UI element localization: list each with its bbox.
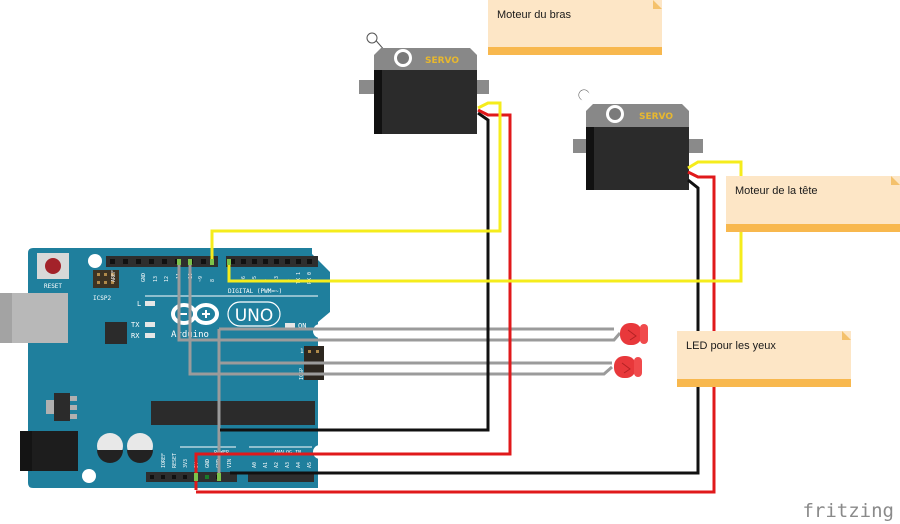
pin-label-13: 13 [153, 276, 159, 282]
wire-led-bottom-anode [188, 263, 613, 376]
pin-label-3: ~3 [274, 276, 280, 282]
note-head-motor-text: Moteur de la tête [735, 185, 818, 197]
led-bottom [614, 356, 642, 378]
wire-servo-arm-power [194, 108, 512, 490]
note-eyes-led: LED pour les yeux [677, 331, 851, 387]
servo-head-label: SERVO [639, 112, 673, 122]
board-pcb [28, 248, 330, 488]
servo-head: SERVO [573, 89, 703, 190]
rx-label: RX [131, 332, 140, 340]
l-label: L [137, 300, 141, 308]
uno-logo-text: UNO [235, 306, 274, 326]
digital-header-right [226, 256, 318, 267]
pin-label-ioref: IOREF [161, 453, 167, 468]
pin-label-a4: A4 [296, 462, 302, 468]
analog-header [248, 472, 314, 482]
note-arm-motor-text: Moteur du bras [497, 9, 571, 21]
pin-label-a1: A1 [263, 462, 269, 468]
pin-label-8: 8 [210, 279, 216, 282]
pin-label-rx: RX 0 [307, 272, 313, 284]
pin-label-9: ~9 [198, 276, 204, 282]
pin-label-gnd1: GND [205, 459, 211, 468]
pin-label-6: ~6 [241, 276, 247, 282]
icsp-pin1-label: 1 [300, 348, 304, 355]
pin-label-3v3: 3V3 [183, 459, 189, 468]
pin-label-gnd: GND [141, 273, 147, 282]
pin-label-12: 12 [164, 276, 170, 282]
atmega-chip [151, 401, 315, 425]
pin-label-reset: RESET [172, 453, 178, 468]
servo-arm-label: SERVO [425, 56, 459, 66]
digital-label: DIGITAL (PWM=~) [228, 288, 282, 295]
pin-label-aref: AREF [111, 270, 117, 282]
pin-label-5: ~5 [252, 276, 258, 282]
power-header [146, 472, 237, 482]
wire-servo-head-power [196, 170, 716, 494]
icsp2-label: ICSP2 [93, 295, 111, 302]
note-head-motor: Moteur de la tête [726, 176, 900, 232]
pin-label-a2: A2 [274, 462, 280, 468]
pin-label-a0: A0 [252, 462, 258, 468]
tx-label: TX [131, 321, 140, 329]
on-label: ON [298, 322, 306, 330]
pin-label-a3: A3 [285, 462, 291, 468]
pin-label-vin: VIN [227, 459, 233, 468]
note-arm-motor: Moteur du bras [488, 0, 662, 55]
led-top [620, 323, 648, 345]
wire-servo-arm-signal [210, 101, 502, 263]
wire-led-top-anode [177, 263, 622, 342]
pin-label-tx: TX 1 [296, 272, 302, 284]
note-eyes-led-text: LED pour les yeux [686, 340, 776, 352]
fritzing-watermark: fritzing [802, 500, 894, 522]
pin-label-a5: A5 [307, 462, 313, 468]
arduino-board: RESET ICSP2 AREF GND 13 12 [0, 248, 330, 488]
wire-servo-arm-ground [220, 111, 490, 432]
reset-label: RESET [44, 283, 62, 290]
wire-servo-head-ground [230, 178, 700, 475]
servo-arm: SERVO [359, 31, 489, 134]
